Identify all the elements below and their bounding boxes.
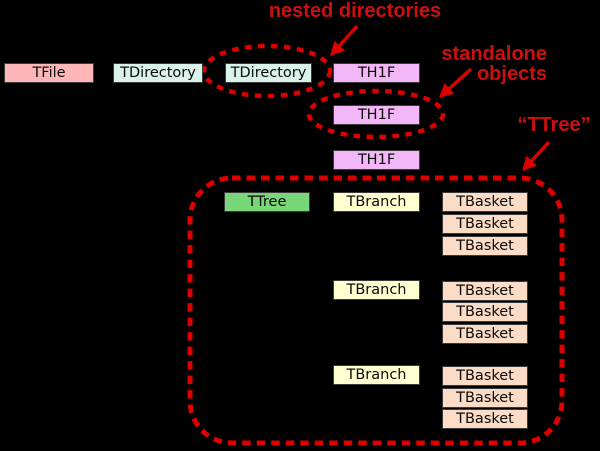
tbranch-box-2: TBranch — [333, 280, 420, 300]
ttree-quote-label: “TTree” — [517, 114, 591, 136]
tbasket-box-4: TBasket — [442, 281, 528, 301]
tbasket-box-2: TBasket — [442, 214, 528, 234]
tbranch-box-3: TBranch — [333, 365, 420, 385]
th1f-box-2-standalone: TH1F — [333, 105, 420, 125]
th1f-box-3: TH1F — [333, 150, 420, 170]
standalone-objects-label-line2: objects — [476, 63, 547, 85]
tdirectory-box-1: TDirectory — [113, 63, 203, 83]
standalone-objects-label-line1: standalone — [441, 43, 547, 65]
tbasket-box-3: TBasket — [442, 236, 528, 256]
tbasket-box-6: TBasket — [442, 324, 528, 344]
tdirectory-box-2-nested: TDirectory — [225, 63, 312, 83]
tfile-box: TFile — [4, 63, 94, 83]
tbasket-box-1: TBasket — [442, 192, 528, 212]
ttree-box: TTree — [224, 192, 310, 212]
nested-directories-arrow — [330, 24, 359, 57]
tbranch-box-1: TBranch — [333, 192, 420, 212]
tbasket-box-8: TBasket — [442, 388, 528, 408]
tbasket-box-9: TBasket — [442, 409, 528, 429]
th1f-box-1: TH1F — [333, 63, 420, 83]
standalone-objects-label: standalone objects — [415, 44, 547, 84]
tbasket-box-7: TBasket — [442, 366, 528, 386]
nested-directories-label: nested directories — [268, 0, 442, 22]
tbasket-box-5: TBasket — [442, 302, 528, 322]
ttree-label-arrow — [522, 140, 551, 172]
